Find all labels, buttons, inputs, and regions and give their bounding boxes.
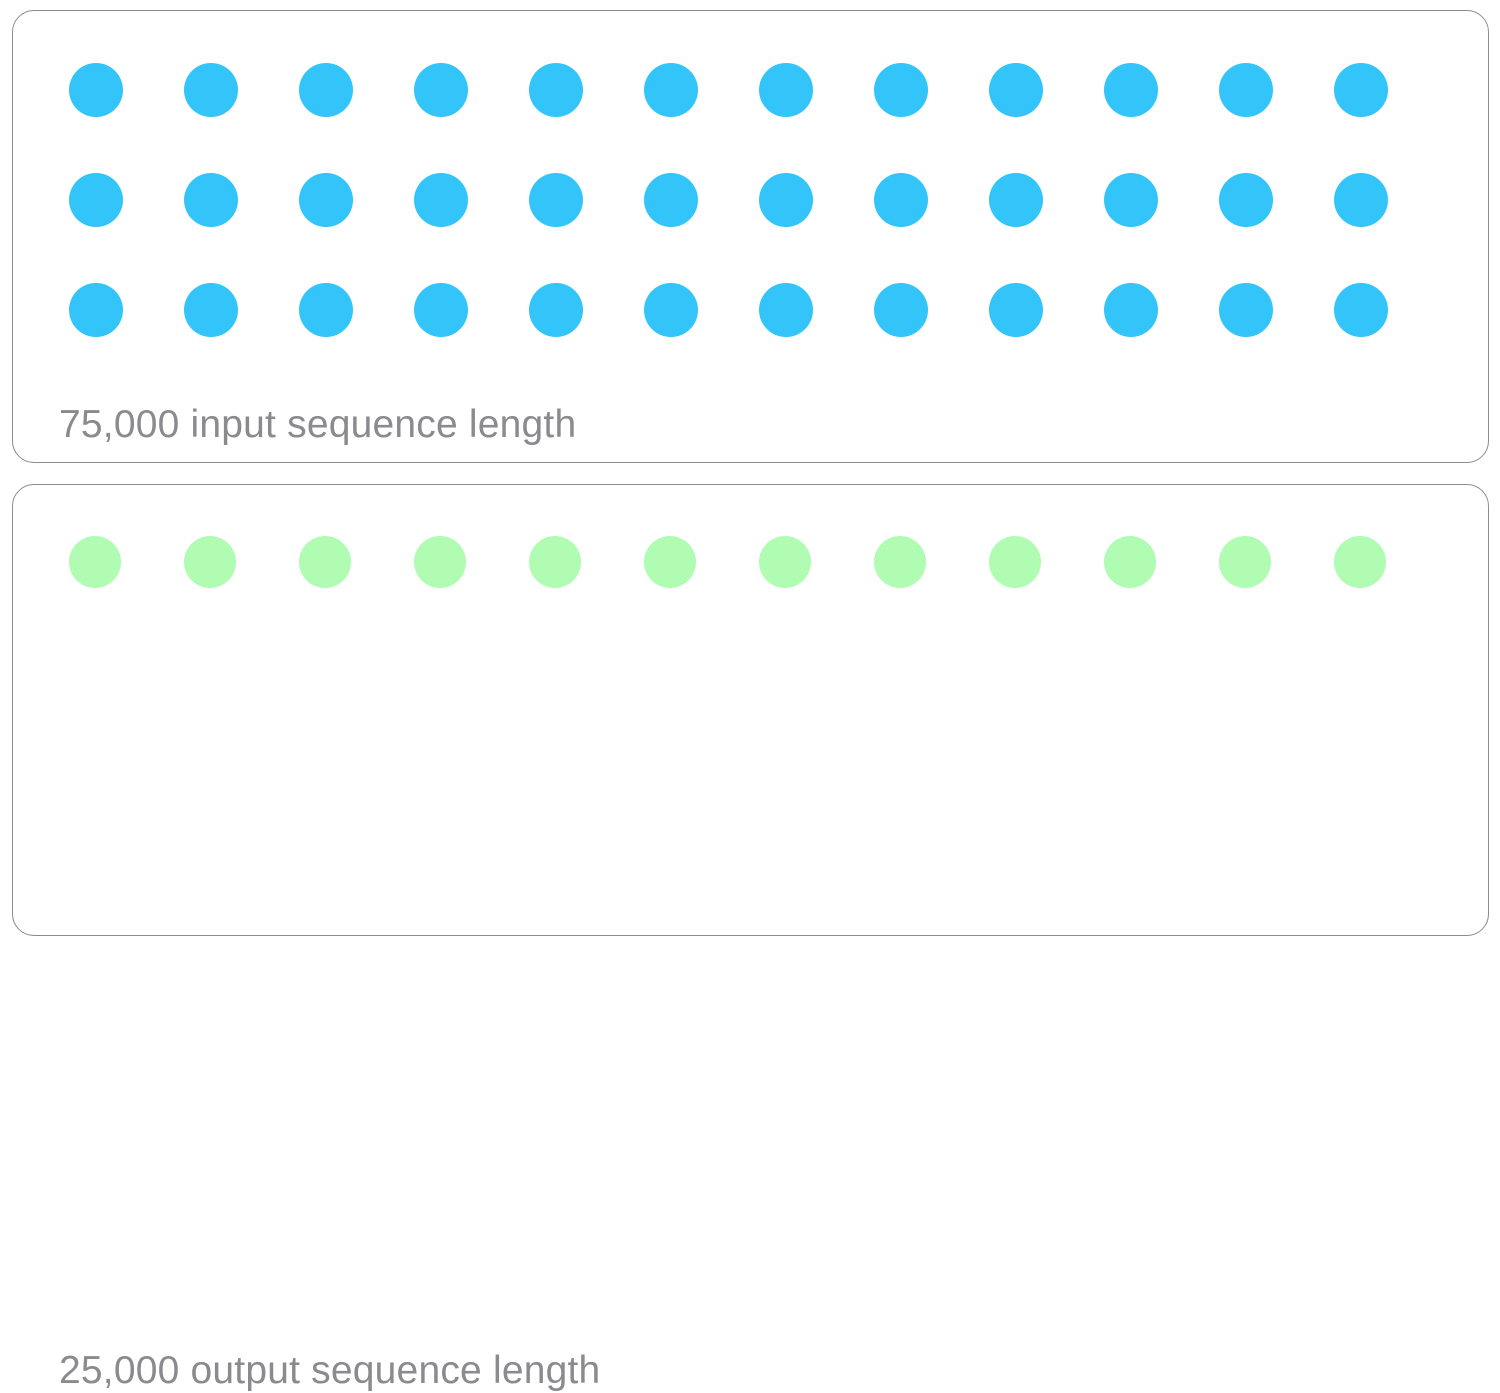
output-token-dot [759,536,811,588]
input-token-dot [759,63,813,117]
output-token-dot [414,536,466,588]
output-sequence-caption: 25,000 output sequence length [59,1349,601,1392]
input-token-row [69,35,1449,145]
input-token-grid [69,35,1449,365]
input-token-dot [1104,63,1158,117]
input-token-dot [69,63,123,117]
input-token-dot [529,283,583,337]
input-token-dot [1334,283,1388,337]
output-token-dot [644,536,696,588]
input-token-dot [1219,63,1273,117]
output-sequence-panel: 25,000 output sequence length [12,484,1489,1392]
input-token-dot [874,63,928,117]
input-sequence-caption: 75,000 input sequence length [59,403,577,446]
input-token-dot [299,283,353,337]
input-token-dot [184,63,238,117]
input-token-dot [644,283,698,337]
input-token-dot [1334,63,1388,117]
output-token-dot [184,536,236,588]
output-token-dot [874,536,926,588]
input-token-dot [299,173,353,227]
input-token-dot [184,173,238,227]
input-token-dot [759,283,813,337]
input-token-dot [989,63,1043,117]
output-token-dot [989,536,1041,588]
input-token-dot [299,63,353,117]
input-sequence-panel: 75,000 input sequence length [12,10,1489,463]
input-token-dot [414,173,468,227]
output-token-dot [1219,536,1271,588]
input-token-dot [184,283,238,337]
input-token-dot [1219,283,1273,337]
input-token-dot [989,173,1043,227]
input-token-dot [874,173,928,227]
output-token-dot [1104,536,1156,588]
output-token-grid [69,507,1449,617]
output-token-dot [299,536,351,588]
input-token-dot [414,283,468,337]
input-token-dot [989,283,1043,337]
output-token-row [69,507,1449,617]
input-token-dot [69,283,123,337]
input-token-dot [874,283,928,337]
input-token-dot [759,173,813,227]
sequence-length-diagram: 75,000 input sequence length 25,000 outp… [12,10,1489,1392]
output-token-dot [1334,536,1386,588]
output-token-dot [529,536,581,588]
input-token-dot [529,173,583,227]
input-token-dot [1104,173,1158,227]
input-token-row [69,145,1449,255]
input-token-dot [414,63,468,117]
input-token-dot [1334,173,1388,227]
input-token-dot [69,173,123,227]
input-token-dot [644,63,698,117]
input-token-dot [1104,283,1158,337]
input-token-dot [644,173,698,227]
input-token-dot [529,63,583,117]
input-token-dot [1219,173,1273,227]
input-token-row [69,255,1449,365]
output-token-dot [69,536,121,588]
